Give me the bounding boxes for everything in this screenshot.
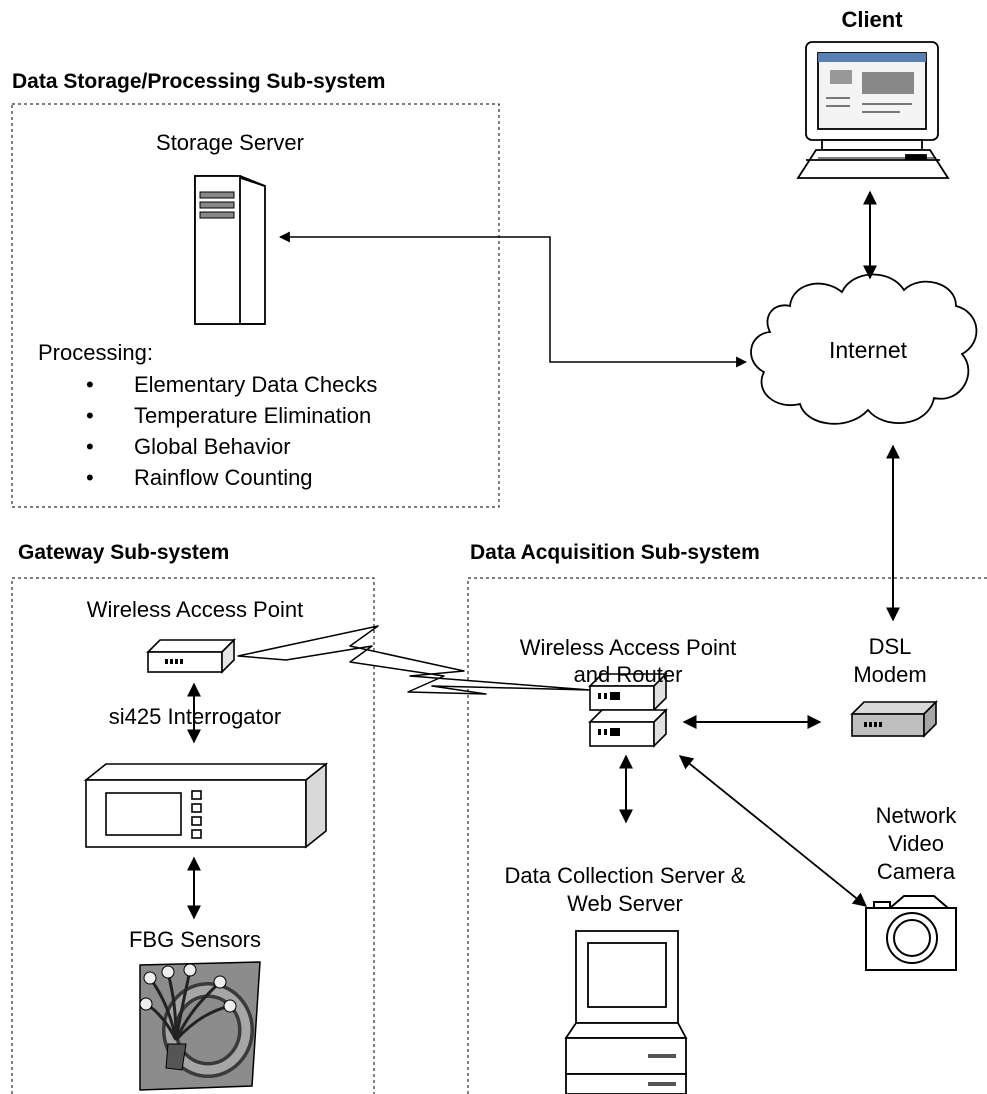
modem-label-line1: DSL bbox=[868, 634, 912, 659]
acquisition-subsystem-box bbox=[467, 577, 987, 1094]
gateway-subsystem-box bbox=[11, 577, 375, 1094]
router-camera-link bbox=[678, 755, 868, 907]
desktop-computer-icon bbox=[564, 930, 688, 1094]
gateway-subsystem-title: Gateway Sub-system bbox=[18, 541, 230, 564]
router-label-line2: and Router bbox=[573, 662, 683, 687]
camera-label-line1: Network bbox=[875, 803, 957, 828]
interrogator-icon bbox=[83, 762, 329, 849]
interrogator-label: si425 Interrogator bbox=[108, 704, 282, 729]
collection-server-label-line1: Data Collection Server & bbox=[504, 863, 746, 888]
router-label-line1: Wireless Access Point bbox=[519, 635, 737, 660]
collection-server-label-line2: Web Server bbox=[567, 891, 683, 916]
gateway-access-point-label: Wireless Access Point bbox=[86, 597, 304, 622]
router-icon bbox=[588, 672, 668, 748]
modem-label-line2: Modem bbox=[853, 662, 927, 687]
processing-label: Processing: bbox=[38, 340, 153, 365]
processing-list: Elementary Data Checks Temperature Elimi… bbox=[38, 369, 377, 493]
acquisition-subsystem-title: Data Acquisition Sub-system bbox=[470, 541, 760, 564]
camera-icon bbox=[865, 895, 957, 971]
storage-subsystem-box bbox=[11, 103, 500, 508]
list-item: Global Behavior bbox=[38, 431, 377, 462]
storage-server-label: Storage Server bbox=[156, 130, 304, 155]
storage-internet-link bbox=[278, 231, 748, 368]
lightning-link-icon bbox=[237, 625, 591, 695]
modem-icon bbox=[850, 700, 938, 738]
camera-label-line2: Video bbox=[888, 831, 944, 856]
list-item: Temperature Elimination bbox=[38, 400, 377, 431]
computer-monitor-icon bbox=[796, 41, 950, 179]
fbg-sensors-label: FBG Sensors bbox=[128, 927, 262, 952]
list-item: Elementary Data Checks bbox=[38, 369, 377, 400]
storage-subsystem-title: Data Storage/Processing Sub-system bbox=[12, 70, 386, 93]
internet-label: Internet bbox=[829, 337, 907, 363]
fiber-optic-icon bbox=[139, 961, 261, 1091]
cloud-icon bbox=[750, 273, 978, 425]
tower-server-icon bbox=[194, 175, 266, 325]
camera-label-line3: Camera bbox=[876, 859, 956, 884]
access-point-icon bbox=[146, 638, 236, 674]
client-label: Client bbox=[841, 7, 903, 32]
list-item: Rainflow Counting bbox=[38, 462, 377, 493]
